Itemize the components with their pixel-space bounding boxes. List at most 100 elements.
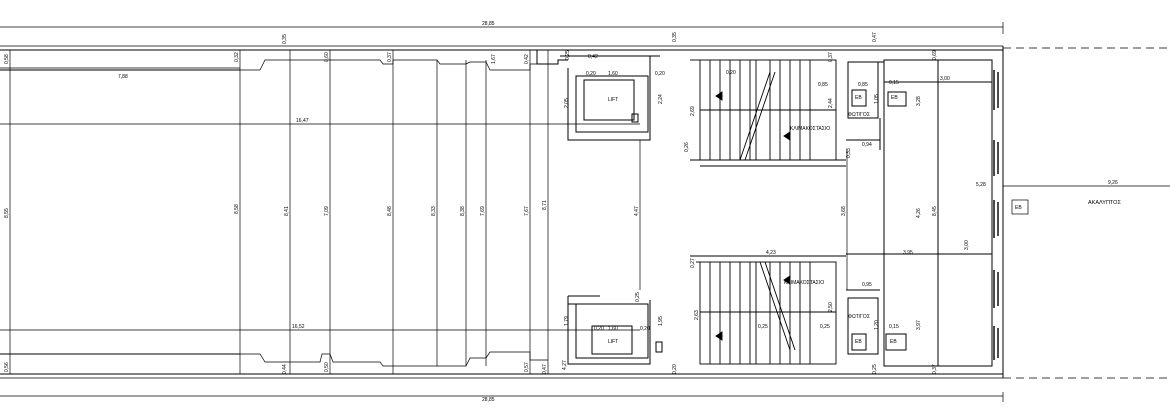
staircase-label-top: ΚΛΙΜΑΚΟΣΤΑΣΙΟ [790,126,830,132]
dim-d13: 0,69 [932,50,938,60]
open-area-boundary [1003,47,1170,379]
dim-sh5: 0,27 [690,258,696,268]
dim-h2: 8,58 [234,204,240,214]
dim-lh5: 0,25 [635,292,641,302]
dim-sh9: 0,26 [684,142,690,152]
facade-profile-top [240,59,548,71]
dim-lh4: 1,79 [564,316,570,326]
dim-d10: 0,35 [672,32,678,42]
staircase-top [690,59,846,167]
dim-lift-width-bottom: 1,60 [608,326,618,332]
dim-fw2: 0,85 [858,82,868,88]
dim-lh2: 2,24 [658,94,664,104]
dim-sh6: 0,25 [758,324,768,330]
lift-bottom [567,295,663,365]
dim-rh2: 3,97 [916,320,922,330]
overall-dimension-bottom [0,392,1004,402]
dim-h12: 3,68 [841,206,847,216]
dim-h8: 7,69 [480,206,486,216]
dim-d2: 0,56 [4,362,10,372]
open-area-label: ΑΚΑΛΥΠΤΟΣ [1088,200,1121,206]
dim-fw5: 0,94 [862,142,872,148]
overall-dimension-top [0,22,1004,34]
dim-ex2: 0,25 [872,364,878,374]
dim-open-area: 9,26 [1108,180,1118,186]
dim-h15: 5,28 [976,182,986,188]
dim-inner-bottom: 16,52 [292,324,305,330]
dim-inner-top: 16,47 [296,118,309,124]
dim-fw4: 0,15 [889,324,899,330]
dim-h7: 8,38 [460,206,466,216]
facade-windows [993,70,999,360]
dim-h13: 4,26 [916,208,922,218]
dim-h3: 8,41 [284,206,290,216]
symbol-2: ΕΒ [891,95,898,101]
dim-lh1: 2,05 [564,98,570,108]
dim-h11: 4,47 [634,206,640,216]
dim-d12: 0,47 [872,32,878,42]
dim-d15: 0,50 [324,362,330,372]
dim-overall-top: 28,85 [482,21,495,27]
symbol-3: ΕΒ [1015,205,1022,211]
dim-lp1: 0,20 [586,71,596,77]
dim-d18: 0,20 [672,364,678,374]
dim-lp3: 0,20 [594,326,604,332]
facade-profile-bottom [240,351,548,367]
dim-d17: 0,47 [542,364,548,374]
dim-fw1: 0,85 [818,82,828,88]
dim-overall-bottom: 28,85 [482,397,495,403]
light-well-label-bottom: ΦΩΤ/ΓΟΣ [848,314,870,320]
staircase-label-bottom: ΚΛΙΜΑΚΟΣΤΑΣΙΟ [784,280,824,286]
symbol-4: ΕΒ [855,339,862,345]
dim-d14: 0,44 [282,364,288,374]
dim-lw-top: 0,42 [588,54,598,60]
dim-stair-width-2: 3,95 [903,250,913,256]
lift-top [536,50,660,141]
symbols: ΕΒ ΕΒ ΕΒ ΕΒ ΕΒ [855,95,1022,345]
dim-h6: 8,33 [431,206,437,216]
dim-d1: 0,58 [4,54,10,64]
dim-lh3: 1,95 [658,316,664,326]
light-well-label-top: ΦΩΤ/ΓΟΣ [848,112,870,118]
dim-lp2: 0,20 [655,71,665,77]
room-labels: LIFT LIFT ΚΛΙΜΑΚΟΣΤΑΣΙΟ ΚΛΙΜΑΚΟΣΤΑΣΙΟ ΦΩ… [608,97,1121,345]
dim-d19: 0,37 [932,364,938,374]
dim-fw6: 0,95 [862,282,872,288]
dim-d3: 0,32 [234,52,240,62]
light-well-bottom [846,289,880,355]
dim-d9: 0,25 [565,50,571,60]
outer-walls [0,46,1004,378]
dim-d7: 1,67 [491,54,497,64]
dim-sh4: 2,50 [828,302,834,312]
light-well-top [846,61,884,150]
lift-label-top: LIFT [608,97,618,103]
dim-fh3: 0,33 [846,148,852,158]
dim-sh7: 0,25 [820,324,830,330]
dim-ex1: 4,27 [562,360,568,370]
right-wing [846,59,993,367]
meter-box [1011,199,1029,215]
dim-fh2: 1,20 [874,320,880,330]
dim-stair-width-3: 3,00 [940,76,950,82]
vertical-dimension-values: 8,55 8,58 8,41 7,09 8,48 8,33 8,38 7,69 … [4,32,970,374]
staircase-bottom [690,255,846,365]
vertical-dimension-lines [9,50,939,374]
dim-sh2: 2,63 [694,310,700,320]
symbol-1: ΕΒ [855,95,862,101]
dim-fw3: 0,15 [889,80,899,86]
dim-d11: 0,37 [828,52,834,62]
dim-d4: 0,35 [282,34,288,44]
symbol-5: ΕΒ [890,339,897,345]
dim-fh1: 1,05 [874,94,880,104]
dim-h5: 8,48 [387,206,393,216]
dim-sh8: 0,20 [726,70,736,76]
lift-label-bottom: LIFT [608,339,618,345]
dim-lift-width-top: 1,60 [608,71,618,77]
dim-d6: 0,37 [387,52,393,62]
dim-sh1: 2,69 [690,106,696,116]
dim-d8: 0,42 [524,54,530,64]
dim-sh3: 2,44 [828,98,834,108]
dim-left-width: 7,88 [118,74,128,80]
dim-h9: 7,67 [524,206,530,216]
